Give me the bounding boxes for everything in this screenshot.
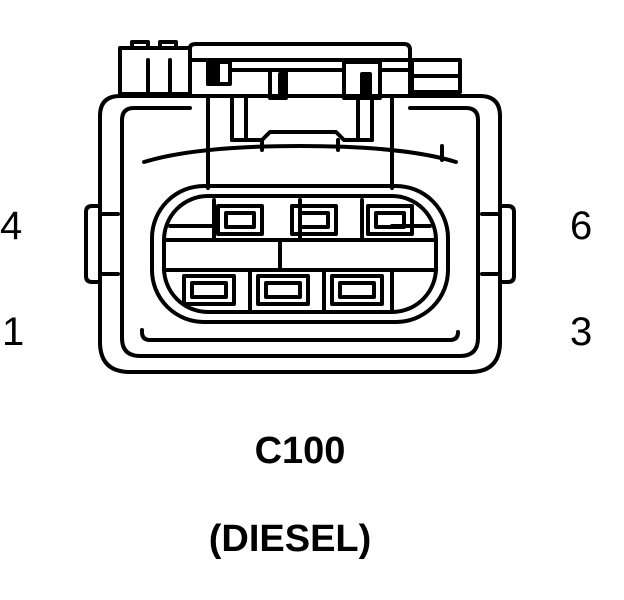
terminal-pin-6 [366, 204, 414, 236]
connector-id-label: C100 [254, 430, 346, 472]
terminal-pin-1 [182, 274, 236, 306]
terminal-cavity [150, 184, 450, 324]
terminal-pin-2 [256, 274, 310, 306]
pin-label-top-right: 6 [570, 204, 593, 248]
terminal-pin-3 [330, 274, 384, 306]
pin-label-bottom-left: 1 [2, 310, 25, 354]
connector-housing [98, 94, 502, 374]
pin-label-bottom-right: 3 [570, 310, 593, 354]
terminal-pin-4 [216, 204, 264, 236]
connector-variant-label: (DIESEL) [208, 518, 372, 560]
terminal-pins [182, 204, 414, 306]
connector-latch [118, 40, 462, 190]
terminal-pin-5 [290, 204, 338, 236]
pin-label-top-left: 4 [0, 204, 23, 248]
connector-side-ears [84, 204, 516, 284]
